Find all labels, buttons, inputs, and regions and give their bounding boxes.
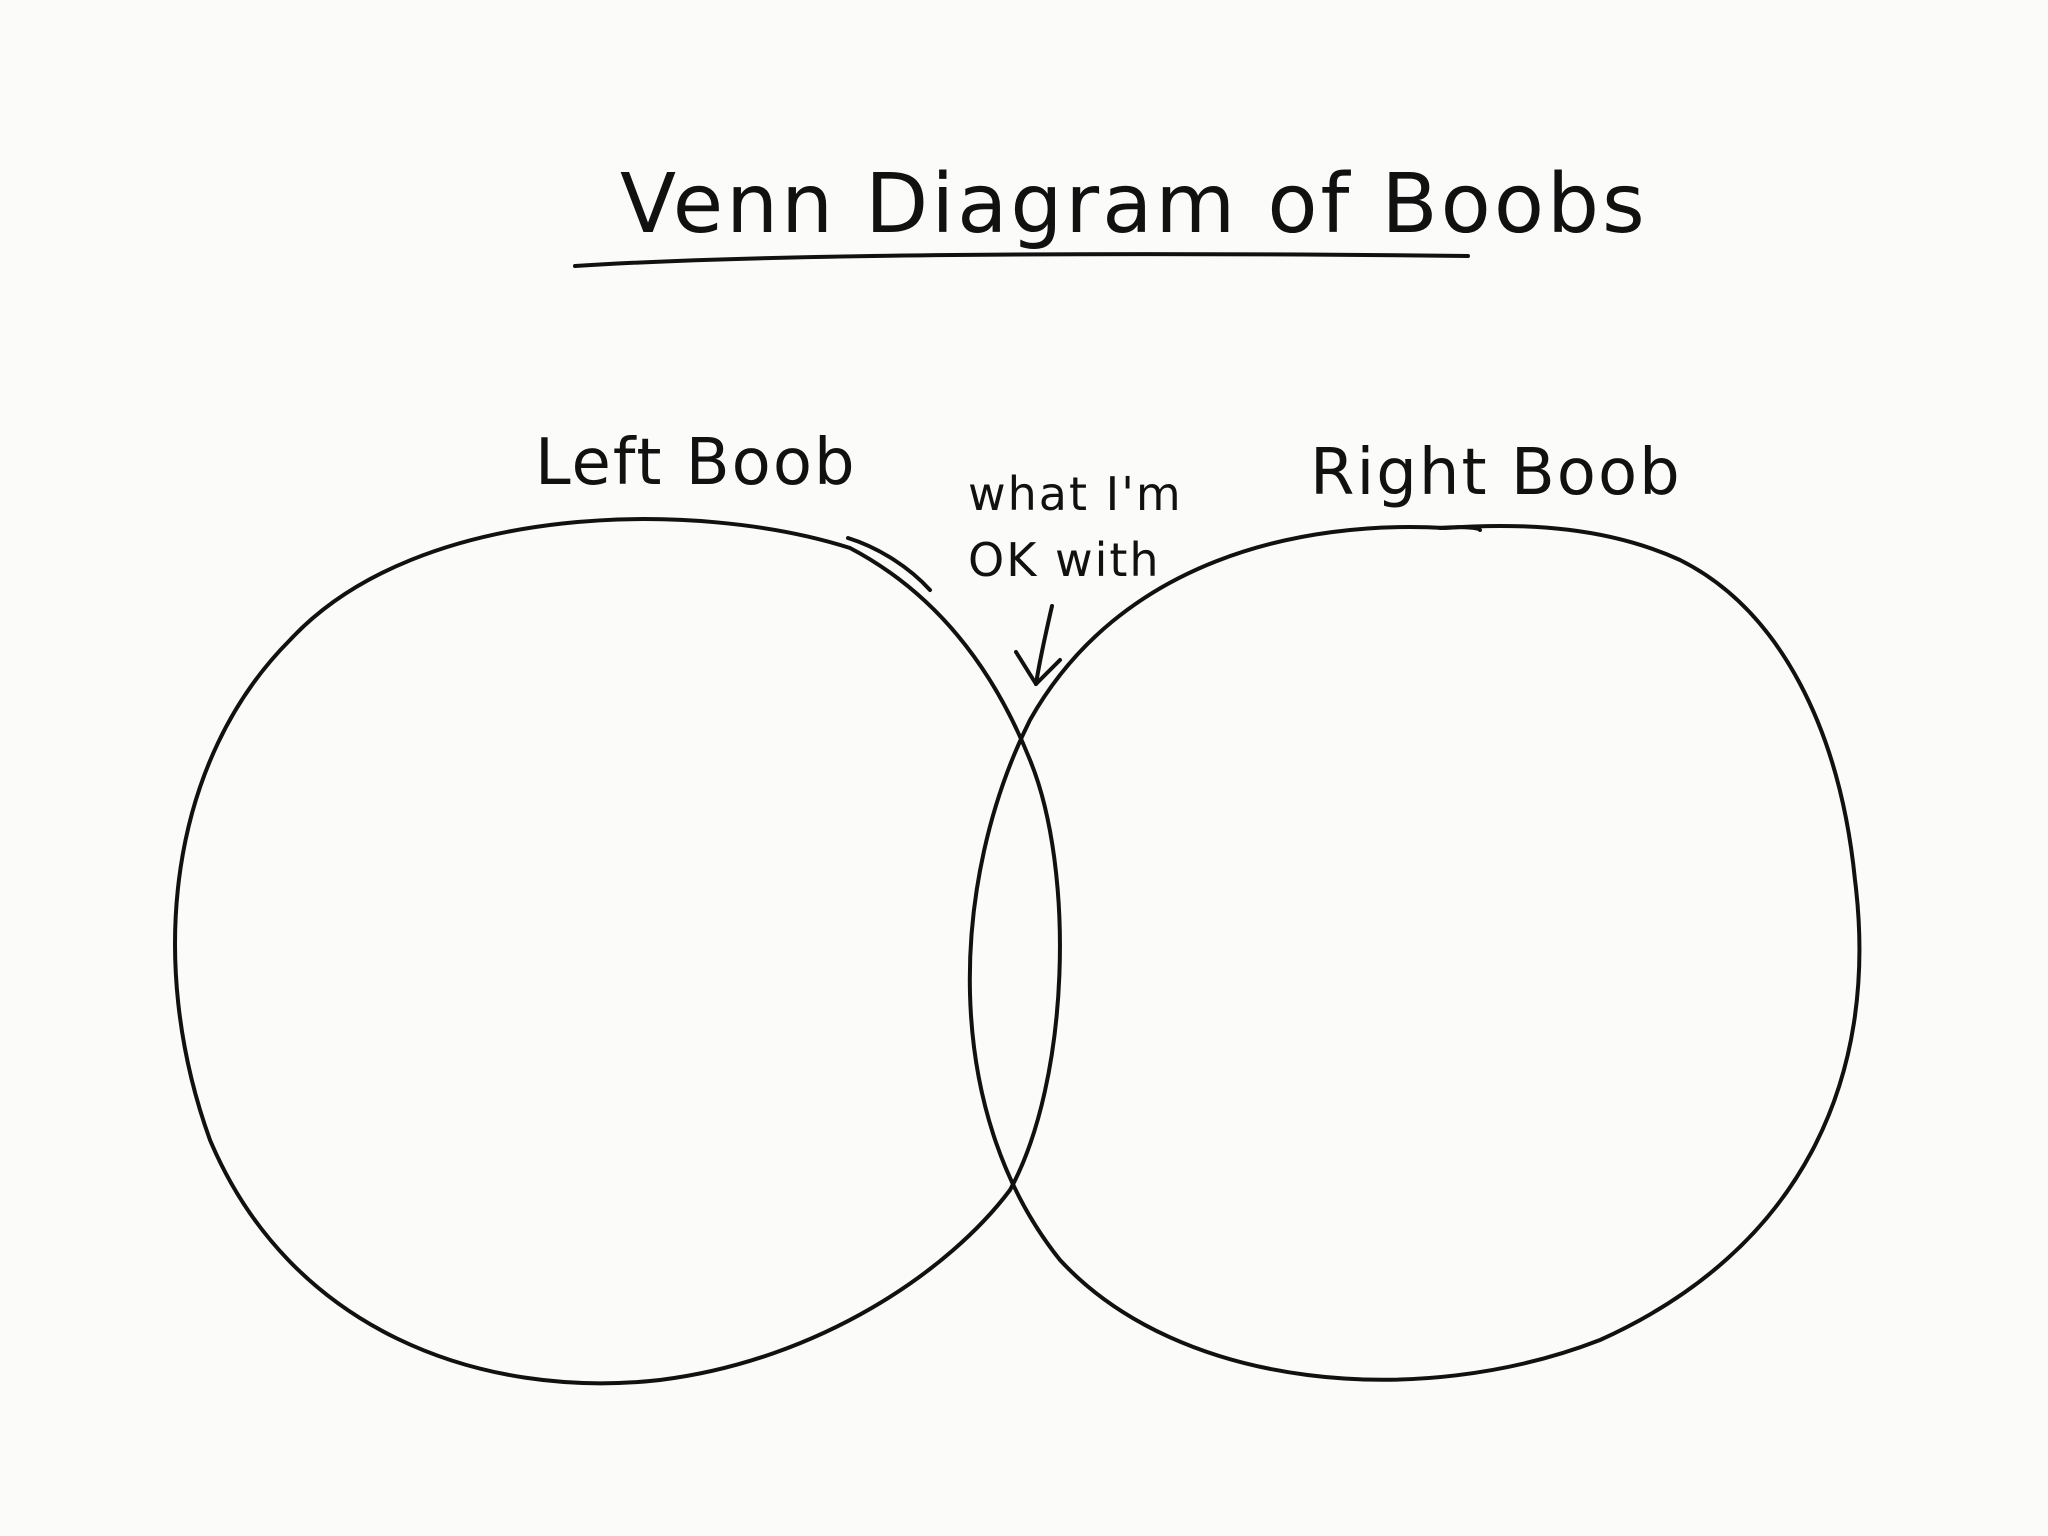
right-set-circle-overstroke	[1438, 525, 1482, 532]
title-underline	[573, 252, 1470, 268]
intersection-note-line2: OK with	[968, 533, 1161, 587]
diagram-title: Venn Diagram of Boobs	[620, 157, 1648, 252]
right-set-circle	[967, 523, 1862, 1382]
intersection-note-line1: what I'm	[968, 467, 1183, 521]
left-set-label: Left Boob	[535, 426, 857, 500]
right-set-label: Right Boob	[1310, 436, 1682, 510]
arrow-down-icon	[1014, 604, 1062, 686]
left-set-circle-overstroke	[846, 536, 932, 592]
left-set-circle	[173, 517, 1062, 1386]
